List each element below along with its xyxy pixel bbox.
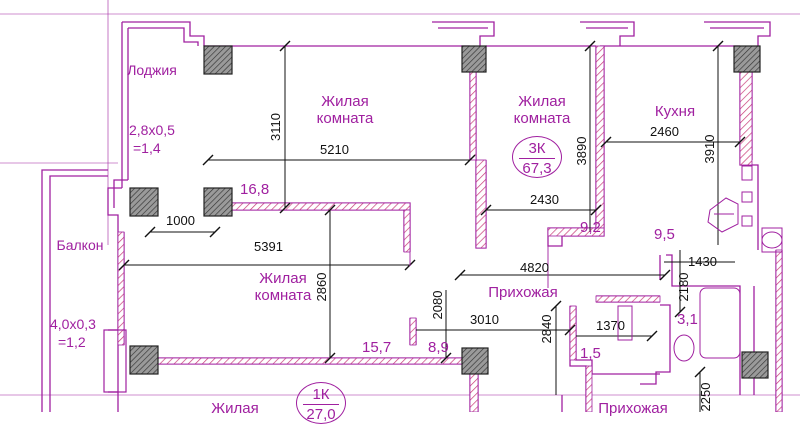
living-room-1-label: Жилая комната xyxy=(300,93,390,127)
apartment-3k-badge: 3К 67,3 xyxy=(512,136,562,178)
kitchen-fixtures xyxy=(707,165,753,233)
dim-3110: 3110 xyxy=(268,113,283,141)
wc-1-5-area: 1,5 xyxy=(580,345,601,362)
dim-3010: 3010 xyxy=(470,312,499,327)
dim-2460: 2460 xyxy=(650,124,679,139)
balcony-area-label: =1,2 xyxy=(58,334,86,350)
dim-2250: 2250 xyxy=(698,382,713,412)
living-room-3-line1: Жилая xyxy=(259,270,307,287)
loggia-label: Лоджия xyxy=(127,62,177,78)
living-room-4-label: Жилая xyxy=(211,400,259,417)
kitchen-9-5-area: 9,5 xyxy=(654,226,675,243)
apartment-1k-type: 1К xyxy=(312,386,330,403)
apartment-1k-separator xyxy=(303,404,339,405)
balcony-label: Балкон xyxy=(56,237,104,253)
room-15-7-area: 15,7 xyxy=(362,339,392,356)
balcony-size-label: 4,0х0,3 xyxy=(50,316,96,332)
dim-3910: 3910 xyxy=(702,134,717,164)
dim-5391: 5391 xyxy=(254,239,283,254)
apartment-3k-type: 3К xyxy=(528,140,546,157)
hallway-2-label: Прихожая xyxy=(598,400,668,417)
dim-5210: 5210 xyxy=(320,142,349,157)
dim-4820: 4820 xyxy=(520,260,549,275)
living-room-3-line2: комната xyxy=(254,287,312,304)
bathroom-fixtures xyxy=(617,227,783,362)
bath-3-1-area: 3,1 xyxy=(677,311,698,328)
columns xyxy=(103,45,769,393)
dim-1430: 1430 xyxy=(688,254,717,269)
apartment-1k-badge: 1К 27,0 xyxy=(296,382,346,424)
dim-3890: 3890 xyxy=(574,136,589,166)
floor-plan xyxy=(0,0,800,412)
dim-2840: 2840 xyxy=(539,314,554,344)
apartment-3k-separator xyxy=(519,158,555,159)
room-16-8-area: 16,8 xyxy=(240,181,270,198)
hallway-1-label: Прихожая xyxy=(488,284,558,301)
dimension-lines xyxy=(124,46,740,412)
dimension-ticks xyxy=(118,40,746,378)
hatched-walls xyxy=(117,45,783,412)
living-room-2-line1: Жилая xyxy=(518,93,566,110)
apartment-3k-area: 67,3 xyxy=(522,160,552,177)
living-room-1-line2: комната xyxy=(316,110,374,127)
dim-1000: 1000 xyxy=(166,213,195,228)
living-room-3-label: Жилая комната xyxy=(238,270,328,304)
hallway-8-9-area: 8,9 xyxy=(428,339,449,356)
hallway-9-2-area: 9,2 xyxy=(580,219,601,236)
dim-2430: 2430 xyxy=(530,192,559,207)
apartment-1k-area: 27,0 xyxy=(306,406,336,423)
dim-2860: 2860 xyxy=(314,272,329,302)
loggia-size-label: 2,8х0,5 xyxy=(129,122,175,138)
doors xyxy=(409,246,549,288)
dim-1370: 1370 xyxy=(596,318,625,333)
loggia-area-label: =1,4 xyxy=(133,140,161,156)
living-room-2-label: Жилая комната xyxy=(497,93,587,127)
dim-2180: 2180 xyxy=(676,272,691,302)
living-room-2-line2: комната xyxy=(513,110,571,127)
living-room-1-line1: Жилая xyxy=(321,93,369,110)
dim-2080: 2080 xyxy=(430,290,445,320)
kitchen-label: Кухня xyxy=(654,103,696,120)
grid-lines xyxy=(0,0,800,396)
